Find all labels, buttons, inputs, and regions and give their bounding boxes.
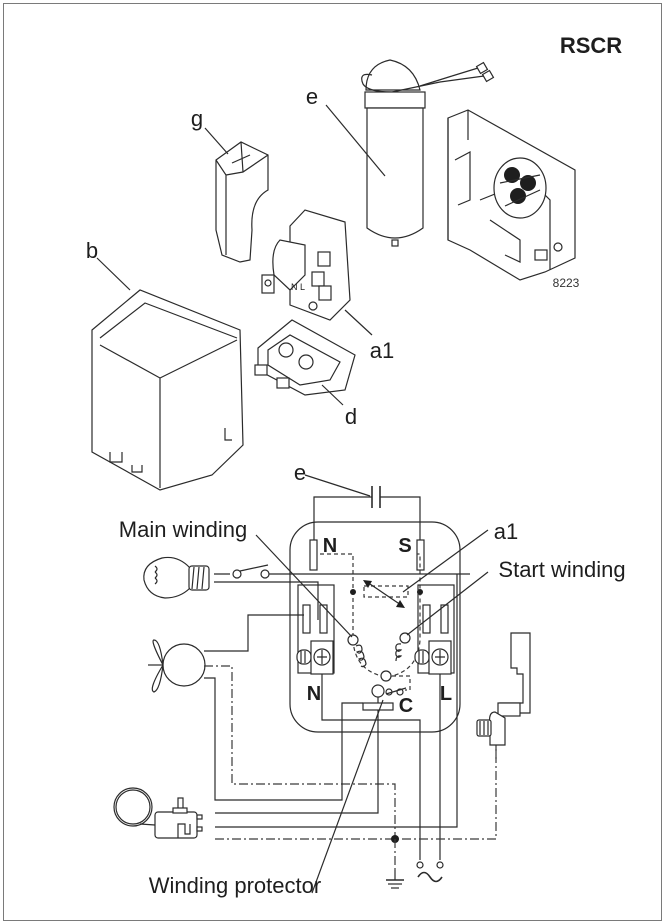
- terminal-label-c: C: [399, 695, 413, 717]
- capacitor-connector-icon: [439, 61, 495, 83]
- terminal-s-top: [416, 539, 425, 571]
- ptc-dashed-path: [320, 553, 421, 678]
- thermostat-icon: [113, 787, 203, 839]
- wire-protector-to-thermostat: [215, 710, 379, 814]
- lamp-icon: [143, 556, 210, 599]
- capacitor-illustration: e: [306, 59, 495, 247]
- terminal-label-n-bottom: N: [307, 683, 321, 705]
- cover-bracket-illustration: g: [191, 106, 269, 263]
- start-winding-coil: [395, 632, 411, 662]
- main-winding-leader: [255, 534, 353, 638]
- terminal-n-top: [309, 539, 318, 571]
- connector-icon: [476, 632, 531, 760]
- ground-icon: [386, 870, 404, 889]
- label-g: g: [191, 106, 203, 131]
- start-winding-label: Start winding: [498, 557, 625, 582]
- screw-right-icon: [414, 640, 452, 675]
- title-label: RSCR: [560, 33, 622, 58]
- ac-supply-icon: [416, 861, 444, 883]
- main-winding-label: Main winding: [119, 517, 247, 542]
- winding-protector-label: Winding protector: [149, 873, 321, 898]
- start-winding-leader: [406, 571, 489, 636]
- fan-ground-wire: [204, 665, 396, 839]
- wire-lamp-to-thermostat: [215, 574, 458, 828]
- door-switch-icon: [230, 564, 270, 579]
- label-e-exploded: e: [306, 84, 318, 109]
- label-e-wiring: e: [294, 460, 306, 485]
- relay-base-illustration: d: [254, 319, 357, 429]
- ground-bus: [215, 735, 497, 840]
- ptc-relay-illustration: N L a1: [261, 209, 394, 363]
- wire-n-to-supply: [321, 674, 421, 860]
- label-d: d: [345, 404, 357, 429]
- capacitor-symbol: e: [294, 460, 421, 547]
- relay-cover-illustration: b: [86, 238, 244, 491]
- label-b: b: [86, 238, 98, 263]
- common-junction: [380, 670, 392, 682]
- terminal-label-l-bottom: L: [440, 683, 452, 705]
- relay-terminal-marks: N L: [291, 282, 305, 292]
- lamp-wire-bottom: [214, 581, 319, 620]
- terminal-label-s-top: S: [398, 535, 411, 557]
- screw-left-icon: [296, 640, 334, 675]
- fan-motor-icon: [148, 639, 206, 693]
- main-winding-coil: [347, 634, 367, 668]
- ptc-element: [363, 585, 409, 598]
- relay-housing-outline: [289, 521, 461, 733]
- relay-label-a1: a1: [494, 519, 518, 544]
- fan-wire-2: [204, 677, 363, 801]
- ptc-arrow: [366, 581, 402, 606]
- fan-wire-1: [204, 614, 304, 652]
- figure-number: 8223: [553, 276, 580, 290]
- label-a1-exploded: a1: [370, 338, 394, 363]
- terminal-label-n-top: N: [323, 535, 337, 557]
- relay-a1-leader: [402, 529, 489, 593]
- terminal-bracket-illustration: [447, 109, 576, 281]
- winding-protector-leader: [311, 699, 384, 894]
